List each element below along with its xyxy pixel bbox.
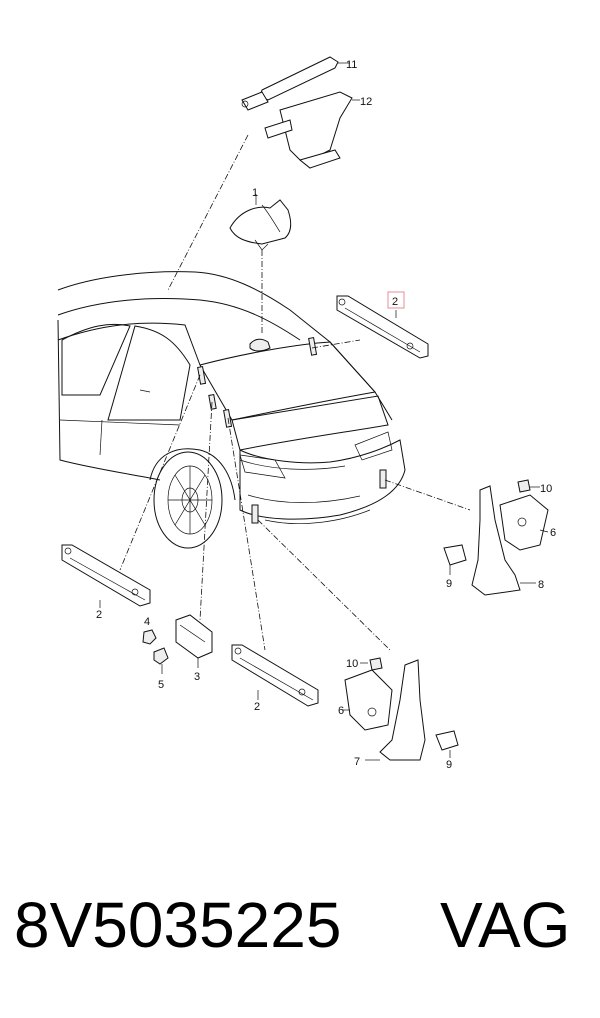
callout-4: 4 <box>144 616 150 628</box>
callout-1: 1 <box>252 187 258 199</box>
callout-12: 12 <box>360 96 372 108</box>
brand-text: VAG <box>440 889 571 961</box>
callout-10-right: 10 <box>540 483 552 495</box>
callout-2-bottom: 2 <box>254 701 260 713</box>
part-11-antenna-module: 11 <box>241 56 357 111</box>
part-4-nut: 4 <box>142 616 157 645</box>
roof-antenna-mount-icon <box>249 338 271 352</box>
part-3-module: 3 <box>175 614 213 683</box>
part-2-antenna-amplifier-highlighted: 2 <box>336 291 429 359</box>
callout-9-bottom: 9 <box>446 759 452 771</box>
callout-3: 3 <box>194 671 200 683</box>
car-illustration <box>57 271 406 549</box>
rear-wheel <box>149 448 236 549</box>
callout-2-left: 2 <box>96 609 102 621</box>
callout-8: 8 <box>538 579 544 591</box>
callout-10-bottom: 10 <box>346 658 358 670</box>
part-1-roof-antenna: 1 <box>229 187 292 251</box>
callout-2-highlighted: 2 <box>392 296 398 308</box>
highlight-box <box>387 291 405 309</box>
parts-diagram: 11 12 1 2 2 <box>57 56 556 771</box>
part-12-bracket: 12 <box>264 91 372 169</box>
part-5-clip: 5 <box>153 647 169 691</box>
callout-5: 5 <box>158 679 164 691</box>
callout-6-bottom: 6 <box>338 705 344 717</box>
leader-lines <box>119 134 471 651</box>
callout-9-right: 9 <box>446 578 452 590</box>
part-number-text: 8V5035225 <box>14 889 342 961</box>
callout-7: 7 <box>354 756 360 768</box>
callout-11: 11 <box>346 59 357 71</box>
part-2-antenna-amplifier-left: 2 <box>61 544 151 621</box>
bracket-assembly-bottom: 10 6 7 9 <box>338 657 459 771</box>
callout-6-right: 6 <box>550 527 556 539</box>
part-2-antenna-amplifier-bottom: 2 <box>231 644 319 713</box>
bracket-assembly-right: 10 6 8 9 <box>443 479 556 596</box>
